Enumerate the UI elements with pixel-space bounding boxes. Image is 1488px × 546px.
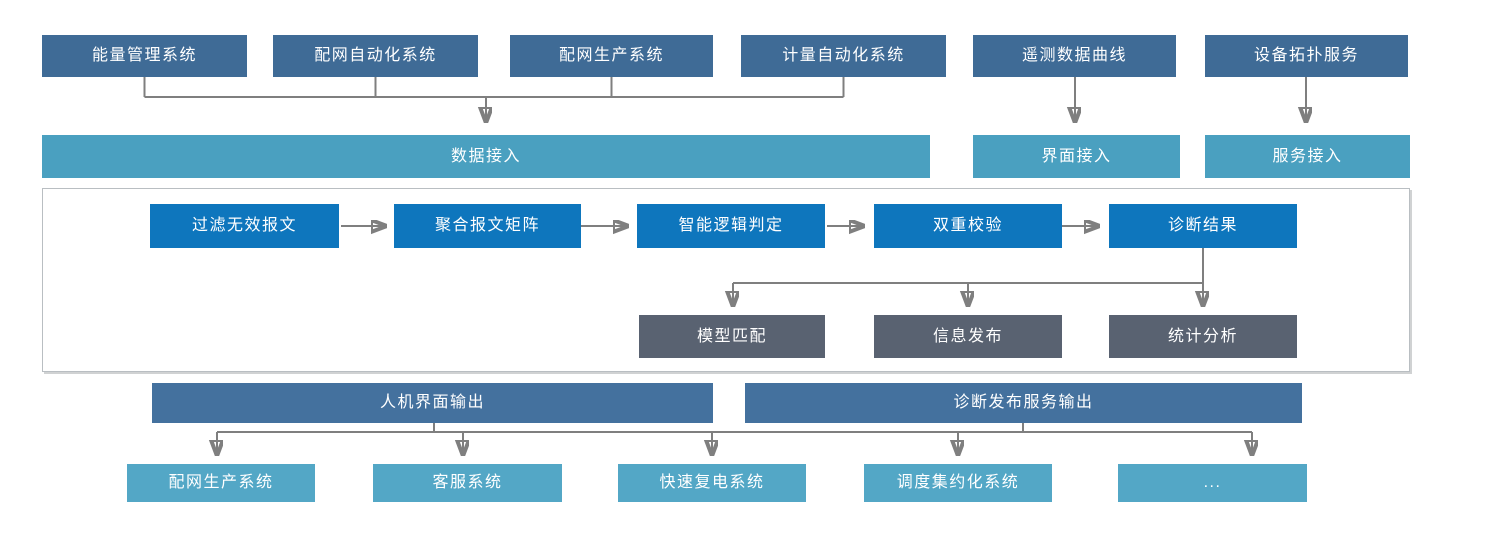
- source-box-telemetry-curve: 遥测数据曲线: [973, 35, 1176, 77]
- source-box-dist-automation: 配网自动化系统: [273, 35, 478, 77]
- target-box-more: ...: [1118, 464, 1307, 502]
- result-box-statistics: 统计分析: [1109, 315, 1297, 358]
- target-box-dist-production: 配网生产系统: [127, 464, 315, 502]
- flow-box-diagnosis-result: 诊断结果: [1109, 204, 1297, 248]
- result-box-model-match: 模型匹配: [639, 315, 825, 358]
- flow-box-filter-invalid: 过滤无效报文: [150, 204, 339, 248]
- source-box-device-topology: 设备拓扑服务: [1205, 35, 1408, 77]
- access-bar-service: 服务接入: [1205, 135, 1410, 178]
- output-bar-hmi: 人机界面输出: [152, 383, 713, 423]
- source-merge-line: [143, 77, 845, 98]
- output-bar-diagnosis-publish: 诊断发布服务输出: [745, 383, 1302, 423]
- target-box-customer-service: 客服系统: [373, 464, 562, 502]
- source-box-energy-mgmt: 能量管理系统: [42, 35, 247, 77]
- result-box-info-publish: 信息发布: [874, 315, 1062, 358]
- source-box-metering-automation: 计量自动化系统: [741, 35, 946, 77]
- access-bar-ui: 界面接入: [973, 135, 1180, 178]
- flow-box-aggregate-matrix: 聚合报文矩阵: [394, 204, 581, 248]
- source-box-dist-production: 配网生产系统: [510, 35, 713, 77]
- output-rail: [217, 423, 1252, 433]
- access-bar-data: 数据接入: [42, 135, 930, 178]
- target-box-fast-restore: 快速复电系统: [618, 464, 806, 502]
- flow-box-logic-judgement: 智能逻辑判定: [637, 204, 825, 248]
- flow-box-double-check: 双重校验: [874, 204, 1062, 248]
- target-box-dispatch-intensive: 调度集约化系统: [864, 464, 1052, 502]
